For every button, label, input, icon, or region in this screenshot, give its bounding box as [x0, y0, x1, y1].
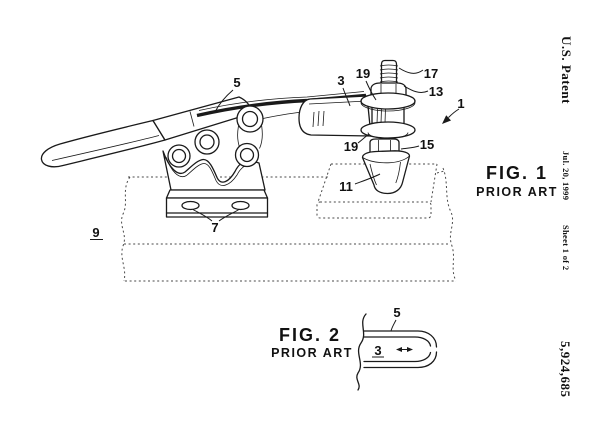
spindle-assembly	[360, 59, 416, 195]
link-plate-left-edge	[237, 125, 241, 149]
workpiece-top-left-edge	[317, 163, 332, 203]
workpiece-front-face	[316, 201, 432, 219]
fig2-width-arrow-right-head	[407, 347, 413, 352]
arm-channel-stripe	[196, 93, 367, 118]
pivot-rivets	[167, 105, 264, 168]
fig2-drawing: 5 3	[356, 305, 438, 391]
leader-11	[354, 173, 381, 185]
mount-hole-right	[231, 200, 250, 211]
rivet-center-inner	[199, 134, 215, 150]
workbench-phantom	[121, 167, 457, 282]
arm-head-tick-1	[312, 111, 315, 128]
spindle-tick-1	[376, 108, 378, 125]
fig2-caption-sub: PRIOR ART	[271, 346, 353, 360]
margin-patent-number: 5,924,685	[558, 341, 573, 398]
rivet-center-outer	[194, 129, 220, 155]
leader-7-left	[192, 209, 213, 222]
rubber-foot-contour-left	[369, 163, 377, 186]
stud-threads	[379, 64, 399, 83]
link-plate-right-edge	[259, 124, 263, 149]
ref-foot: 11	[339, 179, 353, 194]
ref-arm: 3	[337, 73, 344, 88]
margin-sheet: Sheet 1 of 2	[561, 225, 571, 271]
margin-date: Jul. 20, 1999	[561, 151, 571, 201]
ref-washer-top: 19	[356, 66, 370, 81]
fig2-caption: FIG. 2	[279, 325, 341, 345]
rubber-foot-contour-right	[395, 161, 401, 184]
arm-head-top-inner-line	[308, 100, 368, 105]
workbench-back-edge-right	[436, 170, 445, 174]
ref-nut-top: 13	[429, 84, 443, 99]
ref-washer-bottom: 19	[344, 139, 358, 154]
ref-workbench: 9	[92, 225, 99, 240]
workpiece-phantom	[316, 163, 438, 219]
handle-grip	[40, 119, 166, 168]
arm-head-block	[298, 95, 372, 137]
fig2-width-arrow-left-head	[396, 347, 402, 352]
flange-washer-bottom	[360, 121, 416, 139]
fig2-channel-inner-bottom	[363, 351, 432, 363]
rivet-top-outer	[236, 105, 264, 133]
arm-head-tick-3	[322, 110, 325, 127]
mount-hole-left	[181, 200, 200, 211]
leader-19-bottom	[357, 133, 370, 144]
leader-1-arrowhead	[442, 115, 451, 124]
handle-grip-contour	[51, 135, 160, 161]
fig1-reference-numerals: 5 3 19 17 13 1 19 15 11 7 9	[92, 66, 464, 240]
leader-1	[448, 108, 460, 118]
flange-washer-top-rim	[360, 102, 416, 112]
ref-mount-holes: 7	[211, 220, 218, 235]
flange-washer-top	[360, 92, 416, 110]
leader-15	[400, 145, 420, 150]
ref-assembly: 1	[457, 96, 464, 111]
fig2-channel-outer-bottom	[363, 351, 438, 369]
fig2-ref-handle: 5	[393, 305, 400, 320]
rubber-foot-rim	[362, 155, 410, 164]
leader-19-top	[365, 80, 377, 101]
arm-channel-far-edge	[198, 91, 365, 111]
fig2-leader-5	[390, 319, 397, 332]
margin-publisher: U.S. Patent	[559, 36, 574, 104]
leader-17	[398, 67, 424, 74]
rivet-top-inner	[241, 110, 259, 128]
leader-5	[214, 89, 234, 113]
ref-nut-bottom: 15	[420, 137, 434, 152]
fig1-leaders	[90, 67, 460, 240]
rivet-left-inner	[171, 148, 187, 164]
fig2-ref-channel: 3	[374, 343, 381, 358]
clamp-body-plate-inner-edge	[165, 156, 253, 186]
ref-handle: 5	[233, 75, 240, 90]
base-top-face	[165, 189, 269, 199]
handle-lever-crease	[189, 111, 195, 127]
fig1-caption: FIG. 1	[486, 163, 548, 183]
fig2-break-line	[356, 313, 367, 391]
ref-stud: 17	[424, 66, 438, 81]
rivet-right-outer	[234, 142, 260, 168]
rivet-left-outer	[167, 144, 191, 168]
workbench-right-break-line	[442, 167, 457, 282]
leader-13	[403, 85, 429, 93]
rubber-foot	[361, 150, 411, 195]
fig1-caption-sub: PRIOR ART	[476, 185, 558, 199]
fig2-channel-inner-top	[363, 336, 432, 347]
rivet-right-inner	[239, 147, 255, 163]
workbench-left-break-line	[121, 176, 131, 282]
spindle-tick-3	[384, 107, 386, 124]
arm-head-tick-2	[317, 110, 320, 127]
toggle-clamp	[40, 59, 416, 218]
hex-nut-bottom	[369, 138, 400, 155]
base-bottom-lip	[165, 212, 269, 218]
workpiece-top-right-edge	[430, 163, 438, 203]
threaded-stud	[380, 59, 398, 85]
leader-3	[342, 87, 351, 107]
leader-7-right	[218, 209, 240, 222]
fig2-channel-outer-top	[363, 330, 438, 348]
